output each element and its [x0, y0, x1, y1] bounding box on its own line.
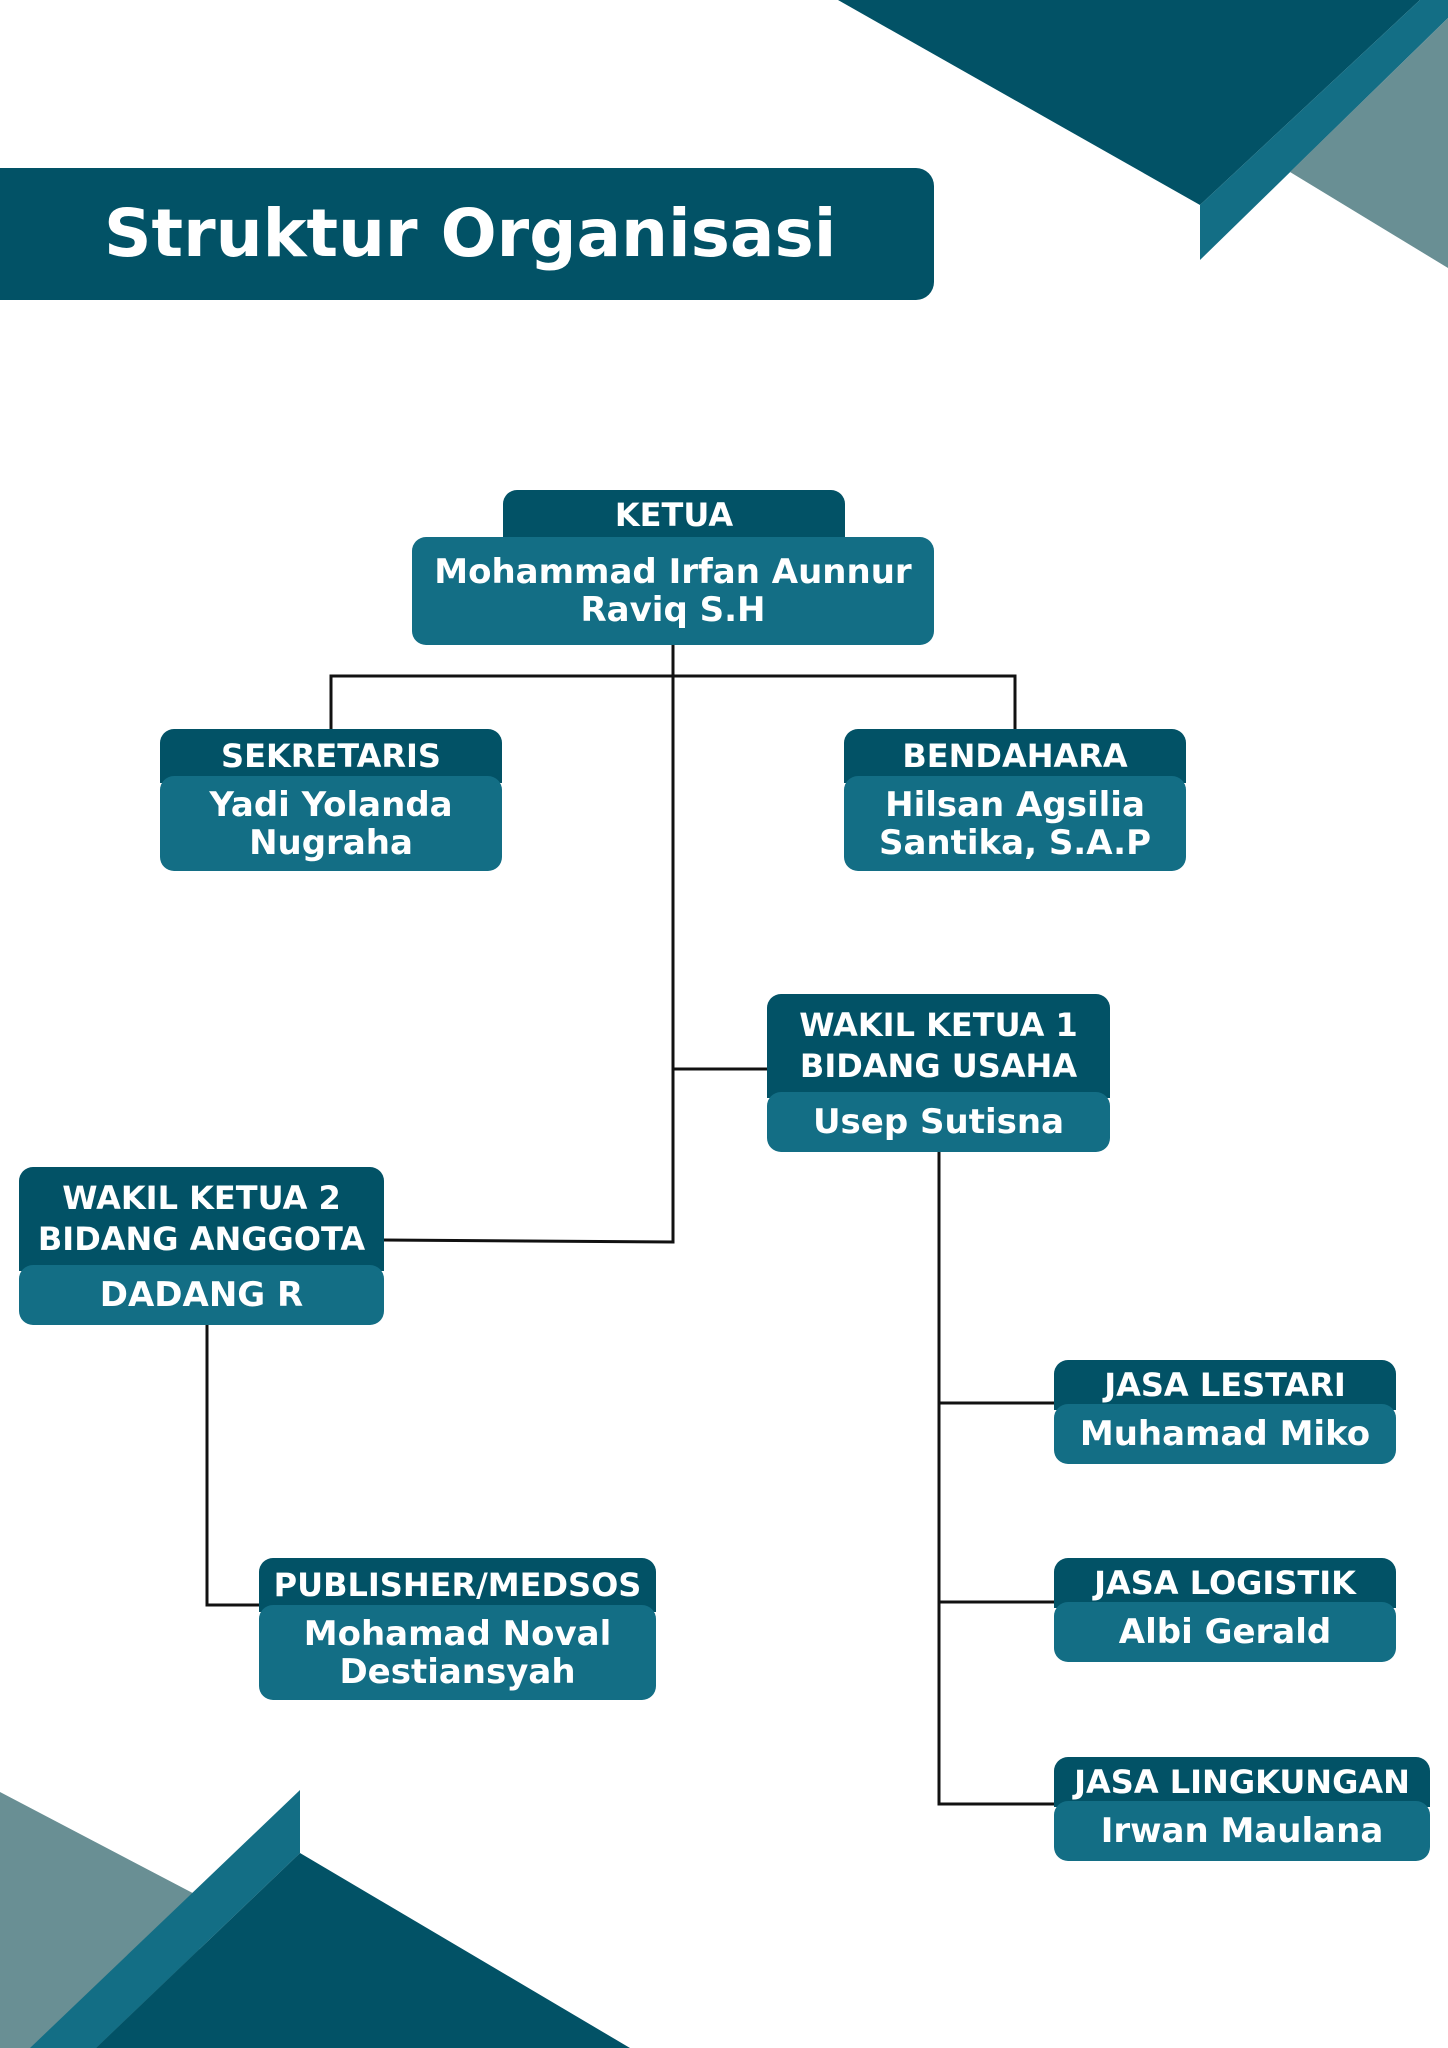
connector-wakil-2-to-publisher [205, 1323, 261, 1607]
node-wakil-ketua-1-name: Usep Sutisna [767, 1092, 1110, 1152]
bottom-left-teal-triangle [30, 1790, 300, 2048]
node-bendahara: BENDAHARA Hilsan Agsilia Santika, S.A.P [844, 729, 1186, 871]
name-line: Muhamad Miko [1079, 1414, 1371, 1454]
bottom-left-dark-triangle [96, 1853, 630, 2048]
node-publisher: PUBLISHER/MEDSOS Mohamad Noval Destiansy… [259, 1558, 656, 1700]
node-jasa-lestari-name: Muhamad Miko [1054, 1404, 1396, 1464]
node-jasa-lingkungan-role: JASA LINGKUNGAN [1054, 1757, 1430, 1807]
name-line: Hilsan Agsilia [885, 784, 1145, 825]
node-ketua-name: Mohammad Irfan Aunnur Raviq S.H [412, 537, 934, 645]
bottom-left-decoration [0, 1790, 630, 2048]
role-line: PUBLISHER/MEDSOS [273, 1566, 642, 1604]
node-publisher-role: PUBLISHER/MEDSOS [259, 1558, 656, 1612]
top-right-dark-triangle [838, 0, 1420, 205]
role-line: JASA LESTARI [1104, 1366, 1346, 1404]
node-ketua: KETUA Mohammad Irfan Aunnur Raviq S.H [412, 490, 934, 645]
page-title: Struktur Organisasi [104, 195, 837, 272]
connector-to-wakil-ketua-2 [382, 1238, 675, 1244]
role-line: BENDAHARA [902, 737, 1128, 775]
node-sekretaris-role: SEKRETARIS [160, 729, 502, 783]
node-jasa-lestari: JASA LESTARI Muhamad Miko [1054, 1360, 1396, 1464]
node-sekretaris: SEKRETARIS Yadi Yolanda Nugraha [160, 729, 502, 871]
name-line: Mohammad Irfan Aunnur [434, 552, 912, 592]
role-line: KETUA [614, 496, 734, 534]
name-line: Albi Gerald [1118, 1612, 1332, 1652]
top-right-decoration [838, 0, 1448, 268]
name-line: Mohamad Noval [303, 1613, 612, 1654]
node-wakil-ketua-1-role: WAKIL KETUA 1 BIDANG USAHA [767, 994, 1110, 1098]
role-line: BIDANG ANGGOTA [37, 1220, 366, 1258]
node-wakil-ketua-2: WAKIL KETUA 2 BIDANG ANGGOTA DADANG R [19, 1167, 384, 1325]
node-publisher-name: Mohamad Noval Destiansyah [259, 1605, 656, 1700]
name-line: Yadi Yolanda [209, 784, 453, 825]
name-line: DADANG R [99, 1275, 304, 1315]
node-jasa-lingkungan: JASA LINGKUNGAN Irwan Maulana [1054, 1757, 1430, 1861]
role-line: BIDANG USAHA [799, 1047, 1078, 1085]
name-line: Santika, S.A.P [878, 822, 1152, 863]
name-line: Raviq S.H [580, 590, 766, 630]
node-ketua-role: KETUA [503, 490, 845, 540]
role-line: JASA LINGKUNGAN [1074, 1763, 1410, 1801]
name-line: Nugraha [249, 822, 413, 863]
node-jasa-logistik-name: Albi Gerald [1054, 1602, 1396, 1662]
node-wakil-ketua-1: WAKIL KETUA 1 BIDANG USAHA Usep Sutisna [767, 994, 1110, 1152]
role-line: SEKRETARIS [221, 737, 441, 775]
role-line: JASA LOGISTIK [1094, 1564, 1356, 1602]
name-line: Usep Sutisna [812, 1102, 1065, 1142]
node-wakil-ketua-2-role: WAKIL KETUA 2 BIDANG ANGGOTA [19, 1167, 384, 1271]
name-line: Destiansyah [339, 1651, 576, 1692]
top-right-teal-band [1200, 0, 1448, 260]
node-bendahara-name: Hilsan Agsilia Santika, S.A.P [844, 776, 1186, 871]
node-jasa-lestari-role: JASA LESTARI [1054, 1360, 1396, 1410]
node-jasa-logistik-role: JASA LOGISTIK [1054, 1558, 1396, 1608]
node-sekretaris-name: Yadi Yolanda Nugraha [160, 776, 502, 871]
node-bendahara-role: BENDAHARA [844, 729, 1186, 783]
node-jasa-logistik: JASA LOGISTIK Albi Gerald [1054, 1558, 1396, 1662]
role-line: WAKIL KETUA 1 [799, 1006, 1078, 1044]
name-line: Irwan Maulana [1100, 1811, 1384, 1851]
top-right-grey-triangle [1290, 18, 1448, 268]
node-wakil-ketua-2-name: DADANG R [19, 1265, 384, 1325]
title-banner: Struktur Organisasi [0, 168, 934, 300]
node-jasa-lingkungan-name: Irwan Maulana [1054, 1801, 1430, 1861]
role-line: WAKIL KETUA 2 [62, 1179, 341, 1217]
